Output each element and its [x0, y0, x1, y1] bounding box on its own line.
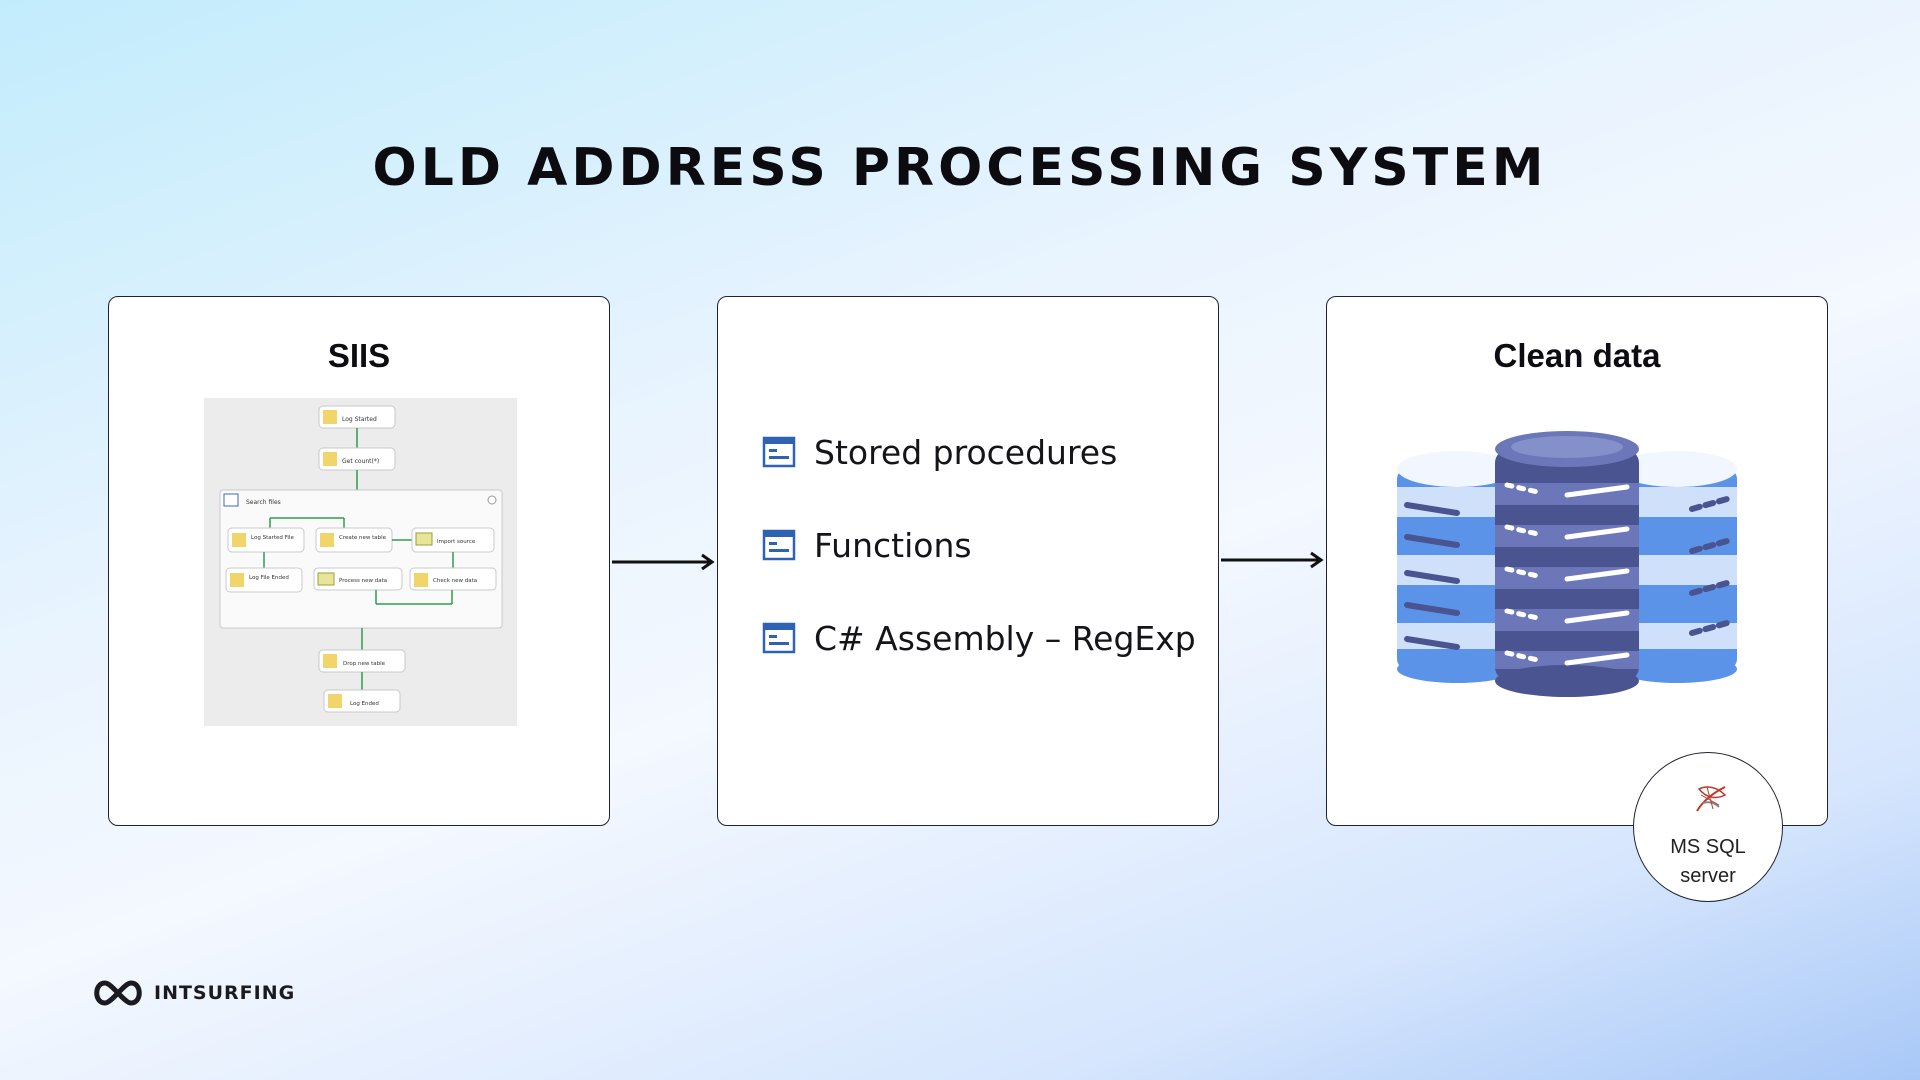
- siis-card: SIIS Log Started Get count(*) Search fil…: [108, 296, 610, 826]
- flow-task: Log Started File: [227, 527, 305, 553]
- script-window-icon: [762, 436, 796, 468]
- ms-sql-server-badge: MS SQL server: [1633, 752, 1783, 902]
- infinity-logo-icon: [94, 980, 142, 1006]
- flow-task: Process new data: [313, 567, 403, 591]
- svg-text:Check new data: Check new data: [433, 578, 477, 584]
- svg-text:Create new table: Create new table: [339, 535, 387, 541]
- brand-name: INTSURFING: [154, 982, 296, 1004]
- arrow-right-icon: [1221, 551, 1324, 569]
- procedures-card: Stored procedures Functions C# Assembly …: [717, 296, 1219, 826]
- script-window-icon: [762, 529, 796, 561]
- siis-card-title: SIIS: [327, 337, 391, 374]
- svg-text:Import source: Import source: [437, 539, 476, 545]
- badge-label: MS SQL server: [1634, 833, 1782, 891]
- page-title: OLD ADDRESS PROCESSING SYSTEM: [372, 138, 1548, 198]
- svg-text:Log Ended: Log Ended: [350, 701, 379, 707]
- flow-task: Log Ended: [323, 689, 401, 713]
- flow-container: Search files: [219, 489, 503, 629]
- list-item-label: C# Assembly – RegExp: [814, 618, 1196, 658]
- flow-task: Log Started: [318, 405, 396, 429]
- flow-task: Import source: [411, 527, 495, 553]
- svg-text:Log File Ended: Log File Ended: [249, 575, 289, 581]
- sql-server-icon: [1696, 786, 1727, 812]
- clean-data-card: Clean data: [1326, 296, 1828, 826]
- svg-text:Drop new table: Drop new table: [343, 661, 386, 667]
- svg-text:Get count(*): Get count(*): [342, 458, 379, 465]
- svg-text:Search files: Search files: [246, 499, 281, 506]
- badge-label-line2: server: [1680, 865, 1736, 887]
- svg-text:Log Started: Log Started: [342, 416, 377, 423]
- flow-task: Create new table: [315, 527, 393, 553]
- arrow-right-icon: [612, 553, 715, 571]
- flow-task: Check new data: [409, 567, 497, 591]
- list-item-label: Stored procedures: [814, 432, 1118, 472]
- flow-task: Log File Ended: [225, 567, 303, 593]
- svg-text:Log Started File: Log Started File: [251, 535, 294, 541]
- list-item-label: Functions: [814, 525, 972, 565]
- svg-text:Process new data: Process new data: [339, 578, 387, 584]
- badge-label-line1: MS SQL: [1670, 836, 1746, 858]
- list-item: Stored procedures: [762, 432, 1196, 472]
- list-item: Functions: [762, 525, 1196, 565]
- flow-task: Get count(*): [318, 447, 396, 471]
- clean-data-card-title: Clean data: [1493, 337, 1661, 374]
- list-item: C# Assembly – RegExp: [762, 618, 1196, 658]
- flow-task: Drop new table: [318, 649, 406, 673]
- siis-flow-diagram: Log Started Get count(*) Search files Lo…: [204, 398, 517, 726]
- script-window-icon: [762, 622, 796, 654]
- database-servers-icon: [1397, 431, 1737, 697]
- brand: INTSURFING: [90, 978, 295, 1008]
- procedures-list: Stored procedures Functions C# Assembly …: [762, 432, 1196, 711]
